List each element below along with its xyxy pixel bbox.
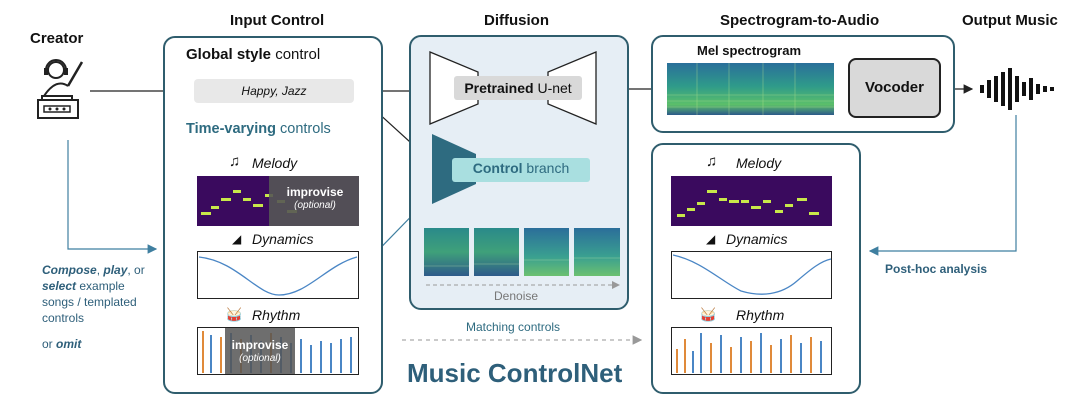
output-music-header: Output Music <box>962 12 1058 29</box>
unet-block <box>428 48 598 128</box>
unet-rest: U-net <box>533 80 572 96</box>
mel-spectrogram-image <box>667 63 834 115</box>
style-prompt-box[interactable]: Happy, Jazz <box>194 79 354 103</box>
input-control-header: Input Control <box>230 12 325 29</box>
mel-spectrogram-label: Mel spectrogram <box>697 43 802 58</box>
output-rhythm-label: Rhythm <box>736 307 785 323</box>
time-varying-rest: controls <box>276 121 331 137</box>
control-branch-label: Control branch <box>452 160 590 176</box>
dynamics-icon: ◢ <box>232 232 242 246</box>
note-example: example <box>76 279 125 293</box>
unet-bold: Pretrained <box>464 80 534 96</box>
output-drum-icon: 🥁 <box>700 307 717 322</box>
input-rhythm-label: Rhythm <box>252 307 301 323</box>
time-varying-label: Time-varying controls <box>186 121 331 137</box>
time-varying-bold: Time-varying <box>186 121 276 137</box>
input-rhythm-plot[interactable] <box>197 327 359 375</box>
vocoder-block: Vocoder <box>848 58 941 118</box>
input-melody-label: Melody <box>252 155 298 171</box>
input-dynamics-curve[interactable] <box>197 251 359 299</box>
denoise-spectrograms <box>424 228 620 278</box>
note-sep-1: , <box>96 263 104 277</box>
output-melody-label: Melody <box>736 155 782 171</box>
melody-improvise-label: improvise <box>286 185 344 199</box>
music-note-icon: ♫ <box>229 153 241 170</box>
output-rhythm-plot <box>671 327 832 375</box>
select-text: select <box>42 279 77 293</box>
note-songs: songs / templated <box>42 295 137 309</box>
play-text: play <box>103 263 128 277</box>
output-dynamics-curve <box>671 251 832 299</box>
global-style-rest: control <box>271 46 321 63</box>
posthoc-label: Post-hoc analysis <box>885 262 988 276</box>
drum-icon: 🥁 <box>226 307 243 322</box>
output-dynamics-icon: ◢ <box>706 232 716 246</box>
creator-note: Compose, play, or select example songs /… <box>42 262 162 352</box>
dj-icon <box>28 56 92 122</box>
note-or: or <box>42 337 57 351</box>
note-controls: controls <box>42 311 85 325</box>
diffusion-header: Diffusion <box>484 12 549 29</box>
omit-text: omit <box>56 337 82 351</box>
denoise-arrow <box>426 281 620 289</box>
matching-controls-label: Matching controls <box>466 320 561 334</box>
branch-bold: Control <box>472 160 523 176</box>
note-sep-2: , or <box>127 263 145 277</box>
output-melody-pianoroll <box>671 176 832 226</box>
rhythm-optional-label: (optional) <box>239 353 281 364</box>
waveform-icon <box>978 66 1062 112</box>
unet-label: Pretrained U-net <box>454 80 582 96</box>
rhythm-improvise-label: improvise <box>231 338 289 352</box>
melody-optional-label: (optional) <box>294 200 336 211</box>
input-melody-pianoroll[interactable] <box>197 176 359 226</box>
output-music-note-icon: ♫ <box>706 153 718 170</box>
output-dynamics-label: Dynamics <box>726 231 788 247</box>
input-dynamics-label: Dynamics <box>252 231 314 247</box>
compose-text: Compose <box>42 263 97 277</box>
spectrogram-to-audio-header: Spectrogram-to-Audio <box>720 12 880 29</box>
branch-rest: branch <box>522 160 570 176</box>
control-branch-block <box>430 132 590 206</box>
denoise-label: Denoise <box>494 289 539 303</box>
global-style-bold: Global style <box>186 46 272 63</box>
creator-header: Creator <box>30 30 84 47</box>
global-style-label: Global style control <box>186 46 320 63</box>
page-title: Music ControlNet <box>407 358 623 388</box>
